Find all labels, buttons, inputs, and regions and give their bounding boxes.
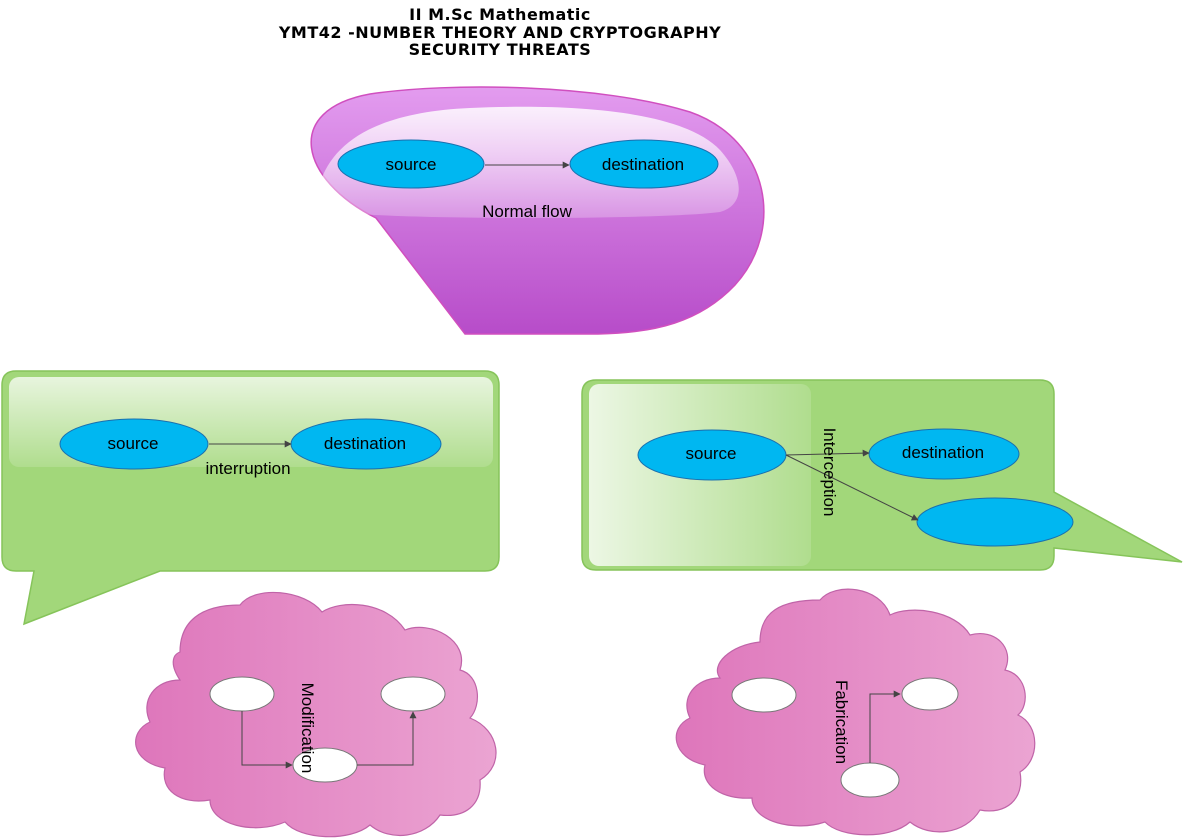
normal-source-node (337, 139, 485, 189)
normal-flow-panel: source destination Normal flow (310, 86, 765, 335)
interception-panel: source destination Interception (581, 379, 1183, 571)
modification-panel: Modification (135, 591, 497, 838)
interception-source-label: source (685, 444, 736, 463)
interruption-panel: source destination interruption (1, 370, 500, 626)
fabrication-panel: Fabrication (675, 588, 1036, 836)
interceptor-node (916, 497, 1074, 547)
interception-arrow-interceptor (785, 454, 919, 521)
purple-bubble-gloss (316, 106, 739, 218)
interruption-caption: interruption (205, 459, 290, 478)
interception-caption: Interception (820, 428, 839, 517)
pink-cloud-left (135, 591, 497, 838)
normal-flow-caption: Normal flow (482, 202, 572, 221)
normal-destination-label: destination (602, 155, 684, 174)
modification-caption: Modification (298, 683, 317, 774)
pink-cloud-right (675, 588, 1036, 836)
fabrication-caption: Fabrication (832, 680, 851, 764)
interruption-source-label: source (107, 434, 158, 453)
normal-source-label: source (385, 155, 436, 174)
interception-destination-label: destination (902, 443, 984, 462)
interruption-destination-label: destination (324, 434, 406, 453)
interruption-source-node (59, 418, 209, 470)
modification-arrow-in (241, 711, 293, 769)
title-line-3: SECURITY THREATS (408, 40, 592, 59)
fabrication-destination-node (901, 677, 959, 711)
fabrication-source-node (731, 677, 797, 713)
modification-arrow-out (357, 711, 417, 766)
title-line-1: II M.Sc Mathematic (409, 5, 591, 24)
interception-arrow-destination (785, 449, 870, 457)
fabrication-arrow (869, 690, 901, 763)
modification-destination-node (380, 676, 446, 712)
modification-source-node (209, 676, 275, 712)
normal-destination-node (569, 139, 719, 189)
title-line-2: YMT42 -NUMBER THEORY AND CRYPTOGRAPHY (278, 23, 722, 42)
fabricator-node (840, 762, 900, 798)
